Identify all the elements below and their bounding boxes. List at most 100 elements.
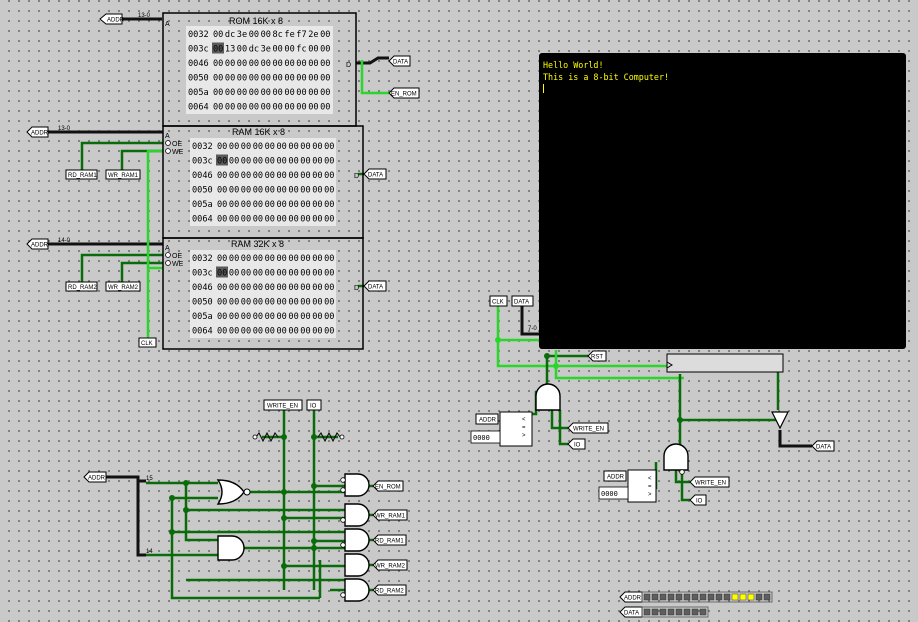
and-gate-decoder[interactable] xyxy=(217,535,245,561)
ram2-cell[interactable]: 00 xyxy=(300,312,310,322)
tunnel-rd-ram2[interactable]: RD_RAM2 xyxy=(65,281,98,292)
tunnel-io-keyboard[interactable]: IO xyxy=(689,494,707,506)
rom-cell[interactable]: 00 xyxy=(237,45,247,55)
ram1-cell[interactable]: 00 xyxy=(241,186,251,196)
tunnel-write-en-decoder[interactable]: WRITE_EN xyxy=(263,399,303,411)
rom-cell[interactable]: 00 xyxy=(273,59,283,69)
rom-cell[interactable]: fc xyxy=(296,45,306,55)
rom-cell[interactable]: 00 xyxy=(261,88,271,98)
ram1-cell[interactable]: 00 xyxy=(265,186,275,196)
rom-cell[interactable]: 00 xyxy=(225,59,235,69)
rom-cell[interactable]: 00 xyxy=(237,74,247,84)
rom-cell[interactable]: 00 xyxy=(261,103,271,113)
tunnel-rd-ram2-decoder[interactable]: RD_RAM2 xyxy=(372,584,407,596)
ram1-cell[interactable]: 00 xyxy=(288,171,298,181)
tunnel-addr-terminal[interactable]: ADDR xyxy=(475,413,499,425)
tunnel-wr-ram2-decoder[interactable]: WR_RAM2 xyxy=(372,559,408,571)
ram1-cell[interactable]: 00 xyxy=(265,215,275,225)
tunnel-clk-mem[interactable]: CLK xyxy=(138,337,157,348)
rom-cell[interactable]: 00 xyxy=(284,45,294,55)
ram1-cell[interactable]: 00 xyxy=(265,157,275,167)
ram2-cell[interactable]: 00 xyxy=(217,269,227,279)
ram2-cell[interactable]: 00 xyxy=(229,298,239,308)
ram1-cell[interactable]: 00 xyxy=(217,157,227,167)
rom-cell[interactable]: 00 xyxy=(273,103,283,113)
comparator-keyboard[interactable]: <=> xyxy=(627,469,657,503)
rom-cell[interactable]: 00 xyxy=(249,74,259,84)
rom-cell[interactable]: 00 xyxy=(296,103,306,113)
rom-cell[interactable]: 00 xyxy=(213,59,223,69)
ram2-cell[interactable]: 00 xyxy=(229,327,239,337)
tunnel-data-keyboard[interactable]: DATA xyxy=(811,440,835,452)
tunnel-rst[interactable]: RST xyxy=(587,350,607,362)
tunnel-wr-ram1-decoder[interactable]: WR_RAM1 xyxy=(372,509,408,521)
rom-cell[interactable]: 00 xyxy=(284,74,294,84)
ram1-cell[interactable]: 00 xyxy=(229,171,239,181)
ram1-cell[interactable]: 00 xyxy=(300,171,310,181)
rom-cell[interactable]: 00 xyxy=(320,45,330,55)
ram1-cell[interactable]: 00 xyxy=(229,157,239,167)
ram1-cell[interactable]: 00 xyxy=(277,157,287,167)
ram1-cell[interactable]: 00 xyxy=(324,142,334,152)
rom-cell[interactable]: 00 xyxy=(237,88,247,98)
ram1-cell[interactable]: 00 xyxy=(300,200,310,210)
rom-cell[interactable]: 00 xyxy=(261,59,271,69)
ram1-cell[interactable]: 00 xyxy=(241,157,251,167)
ram2-cell[interactable]: 00 xyxy=(312,269,322,279)
rom-cell[interactable]: 00 xyxy=(296,88,306,98)
rom-cell[interactable]: 00 xyxy=(320,59,330,69)
ram1-cell[interactable]: 00 xyxy=(253,200,263,210)
ram2-cell[interactable]: 00 xyxy=(288,312,298,322)
tunnel-data-rom[interactable]: DATA xyxy=(388,55,411,67)
ram1-cell[interactable]: 00 xyxy=(288,215,298,225)
rom-cell[interactable]: dc xyxy=(225,30,235,40)
ram1-cell[interactable]: 00 xyxy=(229,142,239,152)
ram1-cell[interactable]: 00 xyxy=(217,171,227,181)
ram2-cell[interactable]: 00 xyxy=(241,312,251,322)
ram2-cell[interactable]: 00 xyxy=(312,283,322,293)
rom-cell[interactable]: 00 xyxy=(273,88,283,98)
ram2-cell[interactable]: 00 xyxy=(229,283,239,293)
ram2-cell[interactable]: 00 xyxy=(300,298,310,308)
tunnel-write-en-keyboard[interactable]: WRITE_EN xyxy=(689,476,730,488)
ram1-cell[interactable]: 00 xyxy=(241,215,251,225)
ram1-cell[interactable]: 00 xyxy=(217,186,227,196)
tunnel-addr-keyboard[interactable]: ADDR xyxy=(603,470,627,482)
rom-cell[interactable]: 13 xyxy=(225,45,235,55)
ram2-cell[interactable]: 00 xyxy=(312,254,322,264)
rom-cell[interactable]: 00 xyxy=(308,88,318,98)
probe-addr-tunnel[interactable]: ADDR xyxy=(619,591,643,603)
ram2-cell[interactable]: 00 xyxy=(324,312,334,322)
ram1-cell[interactable]: 00 xyxy=(277,186,287,196)
ram1-cell[interactable]: 00 xyxy=(229,186,239,196)
constant-keyboard[interactable]: 0000 xyxy=(598,486,629,500)
ram1-cell[interactable]: 00 xyxy=(217,200,227,210)
ram2-cell[interactable]: 00 xyxy=(312,298,322,308)
ram1-cell[interactable]: 00 xyxy=(312,157,322,167)
keyboard-component[interactable] xyxy=(666,353,784,373)
ram2-cell[interactable]: 00 xyxy=(265,254,275,264)
rom-cell[interactable]: 00 xyxy=(308,45,318,55)
rom-cell[interactable]: 00 xyxy=(296,74,306,84)
ram1-cell[interactable]: 00 xyxy=(312,215,322,225)
rom-cell[interactable]: 00 xyxy=(261,74,271,84)
rom-cell[interactable]: 8c xyxy=(273,30,283,40)
ram2-cell[interactable]: 00 xyxy=(324,269,334,279)
ram1-cell[interactable]: 00 xyxy=(277,200,287,210)
rom-cell[interactable]: 00 xyxy=(225,74,235,84)
ram1-cell[interactable]: 00 xyxy=(288,157,298,167)
tunnel-data-io[interactable]: DATA xyxy=(511,295,534,307)
tunnel-rd-ram1[interactable]: RD_RAM1 xyxy=(65,169,98,180)
ram1-cell[interactable]: 00 xyxy=(277,215,287,225)
rom-cell[interactable]: 00 xyxy=(284,59,294,69)
ram2-cell[interactable]: 00 xyxy=(288,254,298,264)
rom-cell[interactable]: 00 xyxy=(284,88,294,98)
ram2-cell[interactable]: 00 xyxy=(288,298,298,308)
rom-cell[interactable]: 00 xyxy=(320,30,330,40)
ram1-cell[interactable]: 00 xyxy=(324,171,334,181)
ram1-cell[interactable]: 00 xyxy=(288,200,298,210)
rom-cell[interactable]: 00 xyxy=(284,103,294,113)
ram2-cell[interactable]: 00 xyxy=(265,283,275,293)
